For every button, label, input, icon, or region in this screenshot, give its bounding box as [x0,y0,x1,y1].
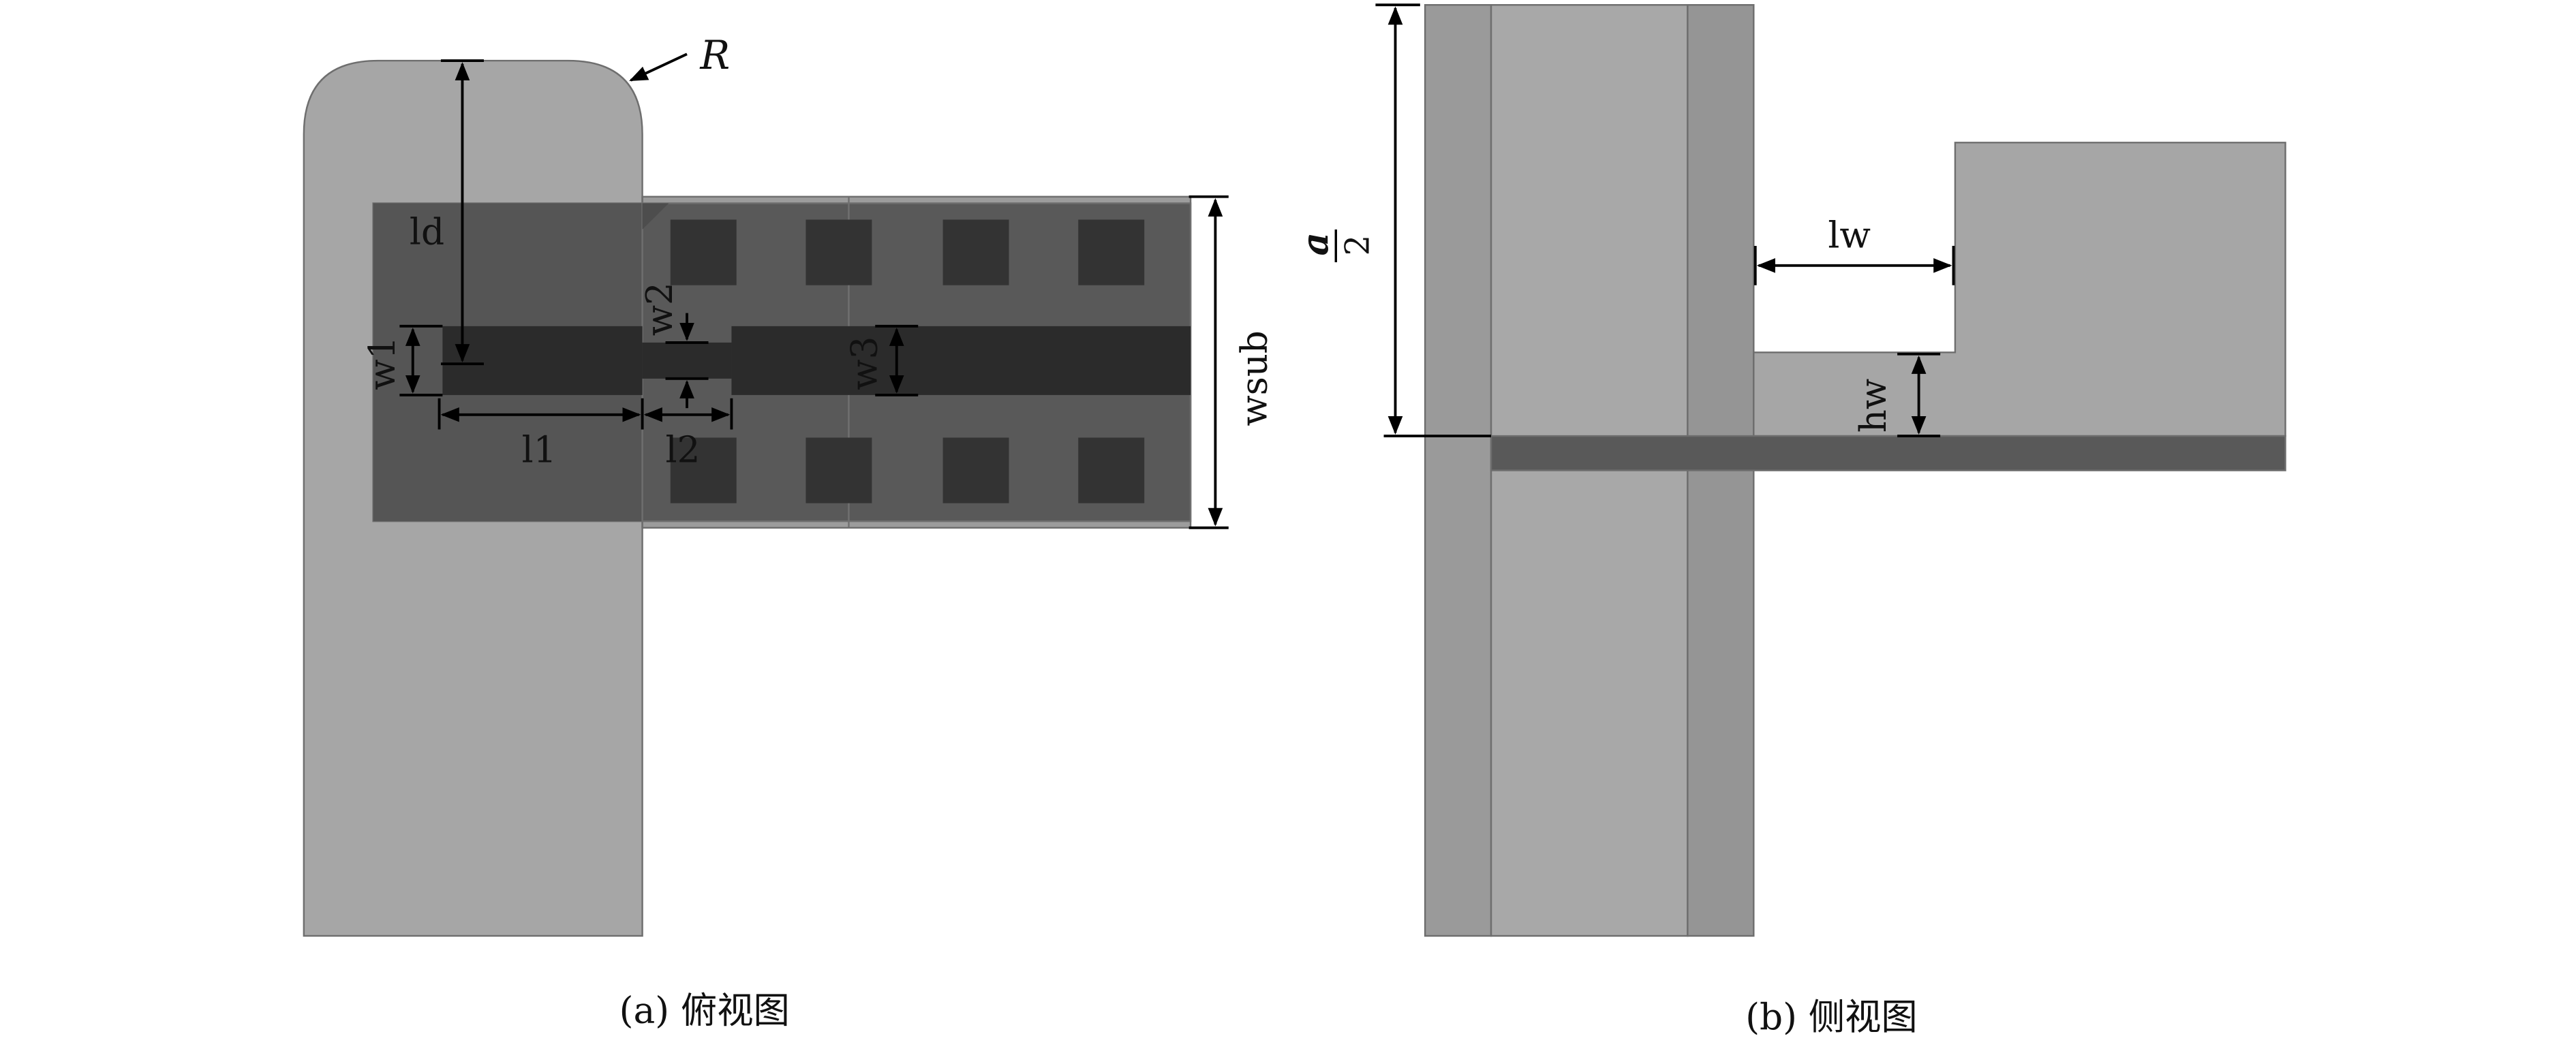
label-w1: w1 [361,336,403,390]
via-pad [1078,437,1145,503]
label-ld: ld [410,211,444,253]
waveguide-left-wall [1424,4,1492,937]
panel-a-top-view: R ld w1 w2 w3 l1 l2 wsub (a) 俯视图 [303,32,1276,1032]
via-pad [806,437,872,503]
via-pad [942,437,1009,503]
label-l2: l2 [666,429,701,471]
label-hw: hw [1852,379,1895,433]
label-lw: lw [1828,215,1871,257]
side-substrate [1490,435,2286,471]
via-pad [942,219,1009,285]
corner-chamfer [642,203,669,230]
dimension-lines [399,52,1229,529]
via-pad [670,437,737,503]
probe-section-w1 [442,326,643,395]
label-wsub: wsub [1233,330,1275,426]
microstrip-line-w3 [731,326,1191,395]
via-pad [670,219,737,285]
caption-b: (b) 侧视图 [1745,996,1918,1038]
side-dimension-lines [1375,3,1955,437]
label-w3: w3 [843,336,885,390]
caption-a: (a) 俯视图 [619,990,790,1032]
side-waveguide-block [1753,142,2286,437]
narrow-section-w2 [642,342,732,379]
via-pad [1078,219,1145,285]
label-a-denominator: 2 [1339,235,1377,256]
label-l1: l1 [522,429,557,471]
label-a-over-2: a 2 [1293,229,1377,262]
label-a-numerator: a [1293,232,1336,255]
via-pad [806,219,872,285]
label-w2: w2 [639,282,681,336]
panel-b-side-view: a 2 lw hw (b) 侧视图 [1293,3,2286,1038]
label-R: R [699,32,730,78]
